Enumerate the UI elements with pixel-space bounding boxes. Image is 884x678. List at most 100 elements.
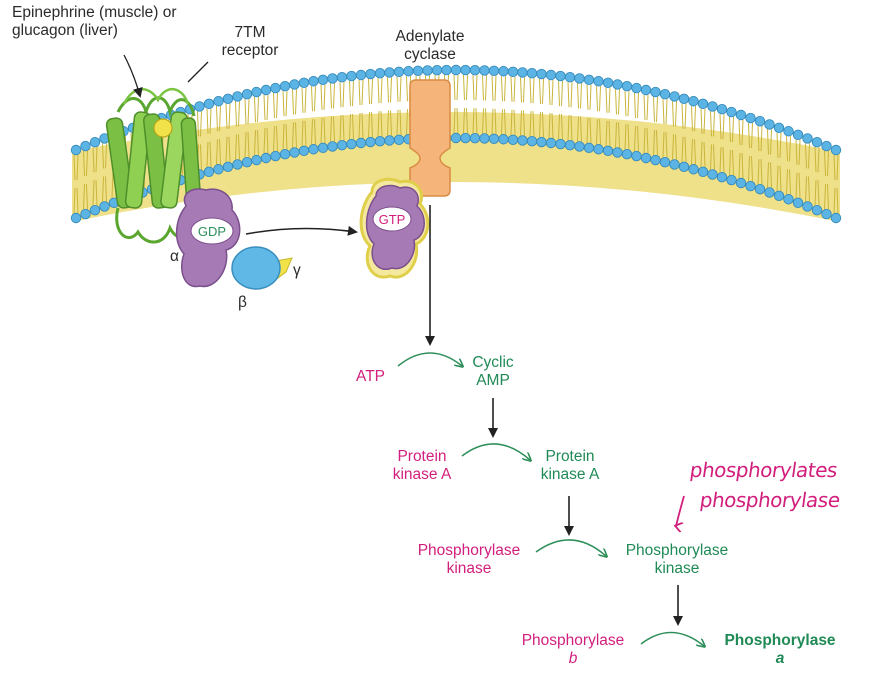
lipid-tail (273, 126, 278, 152)
lipid-tail (653, 130, 658, 156)
lipid-tail (520, 110, 525, 136)
lipid-head (783, 194, 794, 205)
lipid-tail (529, 111, 535, 137)
lipid-head (526, 135, 538, 147)
lipid-tail (577, 116, 582, 142)
phosphorylase-kinase-inactive-label: Phosphorylase kinase (406, 542, 532, 578)
lipid-head (479, 65, 490, 76)
lipid-tail (225, 136, 231, 162)
lipid-head (289, 147, 300, 158)
lipid-head (365, 68, 376, 80)
gdp-badge (190, 217, 234, 245)
lipid-head (716, 171, 728, 183)
lipid-head (460, 132, 471, 144)
lipid-head (213, 96, 224, 107)
lipid-tail (368, 112, 373, 138)
phosphorylase-a-label: Phosphorylase a (710, 632, 850, 668)
lipid-head (726, 174, 737, 186)
gamma-label: γ (293, 262, 301, 279)
lipid-head (697, 166, 709, 178)
lipid-head (669, 159, 680, 170)
lipid-head (650, 154, 661, 166)
lipid-tail (482, 75, 487, 101)
lipid-tail (710, 144, 715, 170)
lipid-tail (710, 111, 715, 137)
gtp-badge (372, 206, 412, 232)
lipid-tail (225, 103, 231, 129)
lipid-head (574, 73, 585, 84)
lipid-head (536, 68, 547, 80)
lipid-tail (349, 114, 354, 140)
7tm-receptor (105, 88, 202, 244)
lipid-head (792, 197, 804, 209)
lipid-head (298, 77, 310, 89)
lipid-tail (197, 111, 202, 137)
lipid-head (70, 212, 82, 224)
lipid-tail (786, 169, 791, 195)
lipid-tail (282, 91, 288, 117)
lipid-tail (92, 180, 98, 206)
lipid-head (555, 70, 566, 82)
lipid-head (431, 64, 443, 76)
lipid-tail (539, 112, 544, 138)
lipid-head (564, 71, 576, 83)
cyclic-amp-line2: AMP (476, 372, 510, 389)
phk-inactive-line2: kinase (446, 560, 492, 577)
lipid-head (536, 136, 547, 148)
lipid-head (688, 164, 699, 175)
lipid-tail (282, 124, 288, 150)
lipid-tail (292, 122, 297, 148)
lipid-head (241, 88, 253, 100)
lipid-tail (510, 109, 516, 135)
lipid-tail (102, 143, 107, 169)
lipid-tail (795, 172, 801, 198)
lipid-tail (301, 87, 307, 113)
lipid-tail (767, 162, 772, 188)
lipid-tail (92, 147, 98, 173)
phosphorylase-b-line1: Phosphorylase (521, 632, 625, 649)
lipid-head (270, 150, 281, 162)
lipid-tail (662, 132, 668, 158)
lipid-tail (387, 110, 392, 136)
lipid-tail (244, 99, 250, 125)
lipid-head (374, 135, 386, 147)
lipid-tail (339, 115, 345, 141)
alpha-label: α (170, 248, 179, 265)
lipid-tail (263, 94, 269, 121)
lipid-head (327, 73, 338, 84)
lipid-tail (567, 115, 573, 141)
phosphorylase-a-line1: Phosphorylase (724, 632, 836, 649)
lipid-head (298, 145, 310, 157)
lipid-head (469, 132, 481, 144)
lipid-tail (254, 97, 259, 123)
lipid-tail (510, 76, 516, 102)
lipid-tail (767, 129, 772, 155)
lipid-head (213, 164, 224, 175)
cyclic-amp-label: Cyclic AMP (460, 354, 526, 390)
ligand-label-line1: Epinephrine (muscle) or (12, 4, 177, 21)
lipid-head (583, 142, 595, 154)
lipid-head (631, 82, 642, 94)
lipid-head (251, 154, 262, 166)
lipid-tail (643, 127, 649, 154)
lipid-head (593, 144, 604, 155)
lipid-tail (776, 165, 782, 191)
g-protein-inactive (175, 188, 293, 290)
lipid-head (422, 65, 433, 76)
lipid-head (251, 86, 262, 98)
conversion-arc-atp (397, 352, 462, 366)
lipid-head (659, 88, 671, 100)
lipid-head (640, 84, 652, 96)
lipid-head (764, 119, 775, 130)
lipid-head (203, 166, 215, 178)
lipid-tail (339, 82, 345, 108)
lipid-head (498, 134, 509, 145)
lipid-tail (235, 101, 240, 127)
lipid-tail (482, 108, 487, 134)
lipid-head (222, 93, 234, 105)
lipid-tail (83, 184, 88, 210)
lipid-tail (662, 99, 668, 125)
lipid-head (336, 139, 348, 151)
lipid-tail (738, 152, 744, 179)
